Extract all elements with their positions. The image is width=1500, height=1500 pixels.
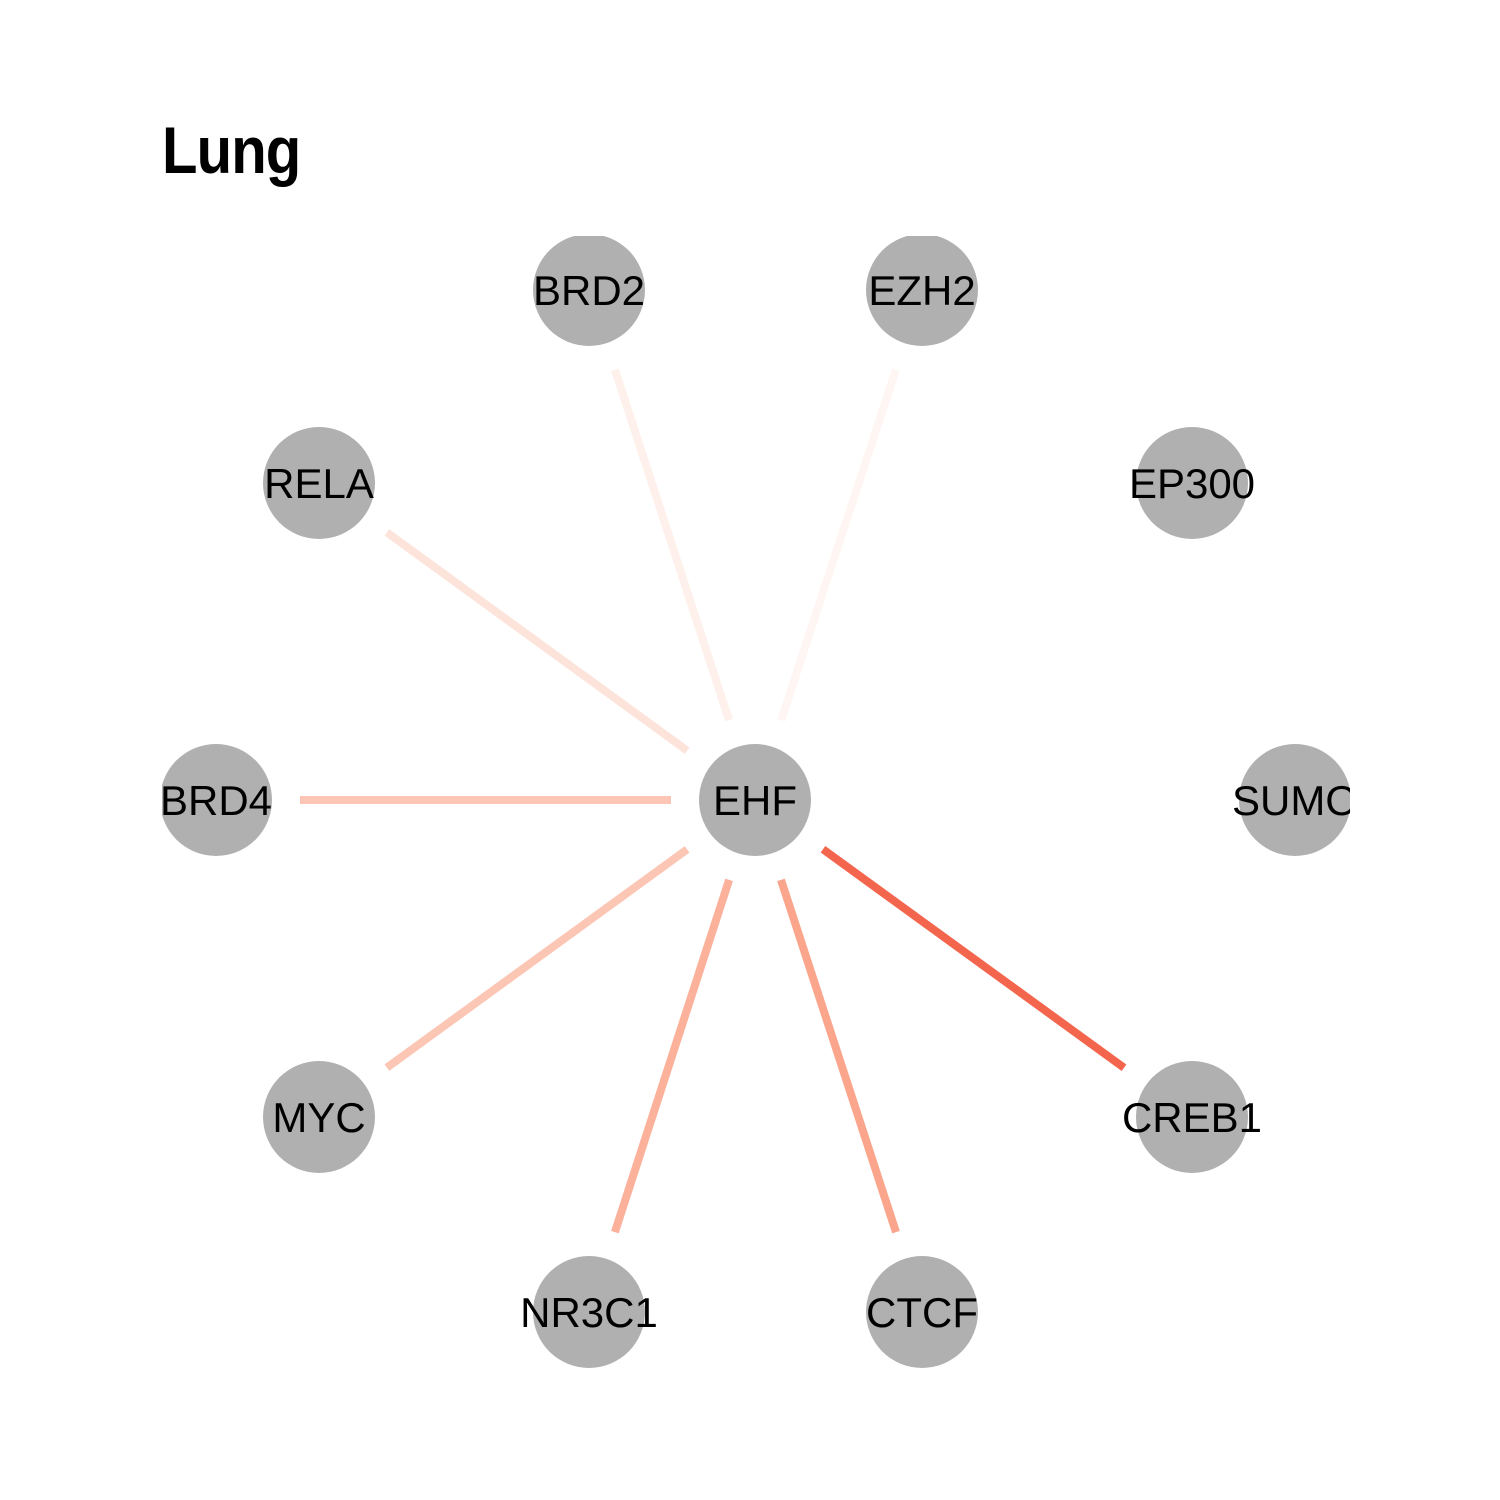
- node-circle: [1239, 744, 1350, 856]
- node-label: BRD4: [160, 777, 272, 824]
- node-label: CREB1: [1122, 1094, 1262, 1141]
- node-brd4: BRD4: [160, 744, 272, 856]
- node-circle: [533, 1256, 645, 1368]
- node-myc: MYC: [263, 1061, 375, 1173]
- node-label: SUMO: [1232, 777, 1358, 824]
- node-creb1: CREB1: [1122, 1061, 1262, 1173]
- node-label: BRD2: [533, 267, 645, 314]
- node-ezh2: EZH2: [866, 236, 978, 346]
- edge-ehf-nr3c1: [611, 878, 733, 1234]
- node-circle: [263, 1061, 375, 1173]
- edges-layer: [300, 368, 1127, 1234]
- edge-ehf-ctcf: [777, 878, 900, 1234]
- node-nr3c1: NR3C1: [520, 1256, 658, 1368]
- edge-ehf-rela: [384, 529, 690, 754]
- node-label: CTCF: [866, 1289, 978, 1336]
- edge-ehf-ezh2: [777, 368, 900, 722]
- edge-ehf-brd2: [611, 368, 733, 722]
- node-label: MYC: [272, 1094, 365, 1141]
- diagram-title: Lung: [162, 113, 301, 187]
- edge-ehf-creb1: [820, 846, 1127, 1071]
- edge-ehf-myc: [384, 846, 690, 1071]
- node-circle: [1136, 1061, 1248, 1173]
- node-circle: [533, 236, 645, 346]
- node-brd2: BRD2: [533, 236, 645, 346]
- node-ehf: EHF: [699, 744, 811, 856]
- node-circle: [162, 744, 272, 856]
- node-circle: [699, 744, 811, 856]
- node-circle: [866, 1256, 978, 1368]
- node-ep300: EP300: [1129, 427, 1255, 539]
- node-sumo: SUMO: [1232, 744, 1358, 856]
- node-label: EHF: [713, 777, 797, 824]
- node-label: NR3C1: [520, 1289, 658, 1336]
- node-circle: [1136, 427, 1248, 539]
- node-circle: [866, 236, 978, 346]
- node-ctcf: CTCF: [866, 1256, 978, 1368]
- node-label: EP300: [1129, 460, 1255, 507]
- node-label: RELA: [264, 460, 374, 507]
- node-rela: RELA: [263, 427, 375, 539]
- node-label: EZH2: [868, 267, 975, 314]
- node-circle: [263, 427, 375, 539]
